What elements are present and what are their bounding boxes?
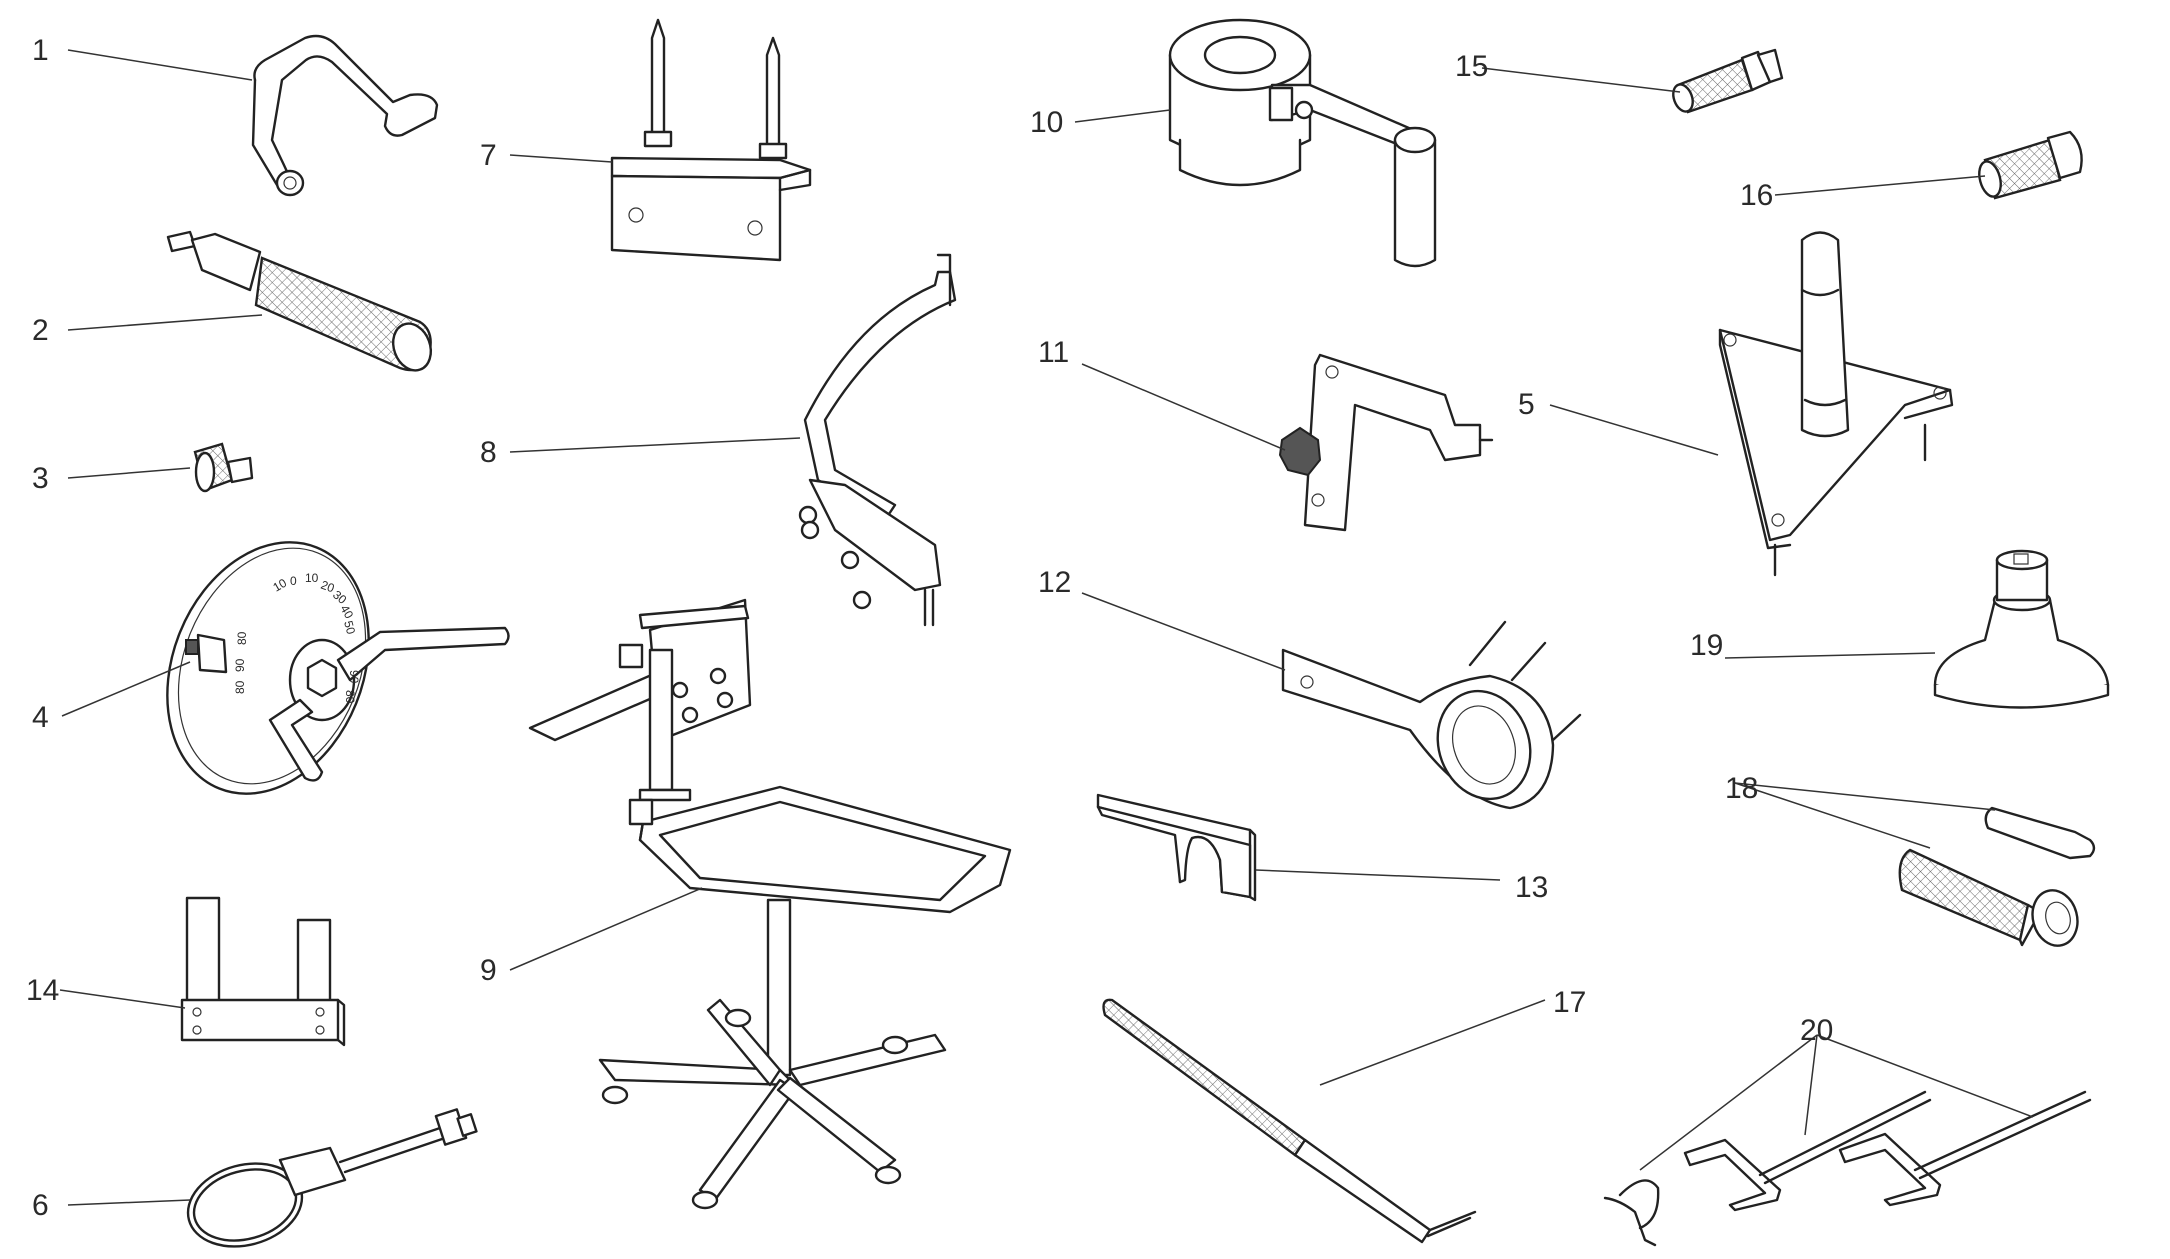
- part-18-pin-and-driver: [1898, 806, 2096, 947]
- part-6-strap-wrench: [186, 1108, 478, 1248]
- callout-label-14: 14: [26, 974, 59, 1007]
- dial-tick-label: 90: [347, 670, 361, 684]
- part-9-engine-stand: [528, 598, 1012, 1210]
- callout-label-10: 10: [1030, 106, 1063, 139]
- callout-label-11: 11: [1038, 336, 1069, 369]
- part-3-knurled-bush: [193, 442, 254, 493]
- dial-tick-label: 10: [305, 571, 319, 585]
- part-19-bell-base: [1933, 549, 2110, 709]
- part-1-hook-wrench: [251, 34, 439, 197]
- part-16-knurled-sleeve: [1978, 130, 2083, 200]
- part-15-threaded-pin: [1672, 48, 1784, 114]
- dial-tick-label: 50: [341, 619, 358, 636]
- dial-tick-label: 90: [233, 658, 247, 672]
- part-7-two-pin-bracket: [610, 18, 812, 262]
- part-11-bracket-knob: [1278, 353, 1494, 532]
- dial-tick-label: 40: [337, 603, 356, 622]
- part-5-triangle-plate: [1718, 231, 1954, 577]
- part-2-handle-driver: [166, 230, 433, 372]
- callout-label-3: 3: [32, 462, 49, 495]
- callout-label-5: 5: [1518, 388, 1535, 421]
- part-8-arc-holder: [798, 253, 957, 627]
- part-12-ring-spanner: [1281, 620, 1582, 810]
- part-17-knurled-rod: [1102, 998, 1477, 1244]
- dial-tick-label: 0: [290, 574, 297, 588]
- dial-tick-label: 20: [319, 578, 337, 596]
- callout-label-13: 13: [1515, 871, 1548, 904]
- callout-label-6: 6: [32, 1189, 49, 1222]
- callout-label-20: 20: [1800, 1014, 1833, 1047]
- callout-label-19: 19: [1690, 629, 1723, 662]
- dial-tick-label: 80: [233, 680, 247, 694]
- dial-tick-label: 10: [271, 576, 290, 595]
- callout-label-17: 17: [1553, 986, 1586, 1019]
- callout-labels: 1 2 3 4 5 6 7 8 9 10 11 12 13 14 15 16 1…: [26, 34, 1833, 1222]
- callout-label-12: 12: [1038, 566, 1071, 599]
- callout-label-16: 16: [1740, 179, 1773, 212]
- part-13-slotted-plate: [1096, 793, 1257, 902]
- callout-label-2: 2: [32, 314, 49, 347]
- part-14-alignment-gauge: [180, 896, 346, 1047]
- callout-label-9: 9: [480, 954, 497, 987]
- leader-lines: [59, 49, 2034, 1206]
- dial-tick-label: 80: [235, 631, 249, 645]
- callout-label-1: 1: [32, 34, 49, 67]
- dial-tick-label: 80: [343, 690, 357, 704]
- part-4-degree-wheel: 10 0 10 20 30 40 50 80 90 80 90 80: [166, 541, 510, 795]
- callout-label-7: 7: [480, 139, 497, 172]
- part-10-flywheel-holder: [1168, 18, 1437, 268]
- part-20-fork-tools: [1603, 1090, 2092, 1247]
- callout-label-15: 15: [1455, 50, 1488, 83]
- callout-label-4: 4: [32, 701, 49, 734]
- callout-label-18: 18: [1725, 772, 1758, 805]
- callout-label-8: 8: [480, 436, 497, 469]
